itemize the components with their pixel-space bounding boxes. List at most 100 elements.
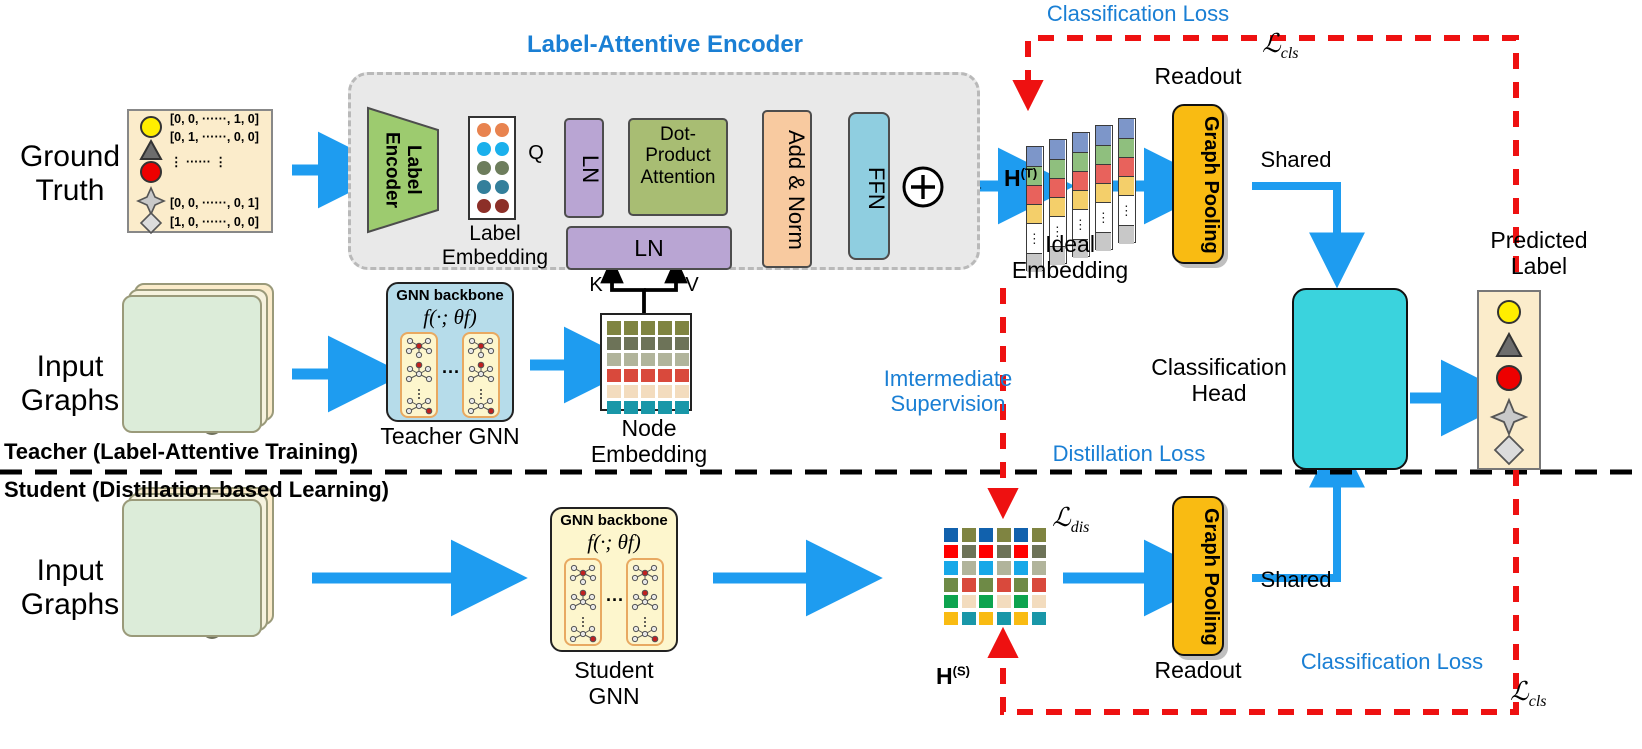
student-embedding-cell xyxy=(961,611,976,625)
ideal-embedding-segment: ⋮ xyxy=(1027,223,1042,253)
ideal-embedding-bar: ⋮ xyxy=(1095,125,1113,251)
label-encoder-label: Label Encoder xyxy=(381,131,424,209)
node-embedding-cell xyxy=(607,352,621,367)
ffn-label: FFN xyxy=(864,166,889,210)
ideal-embedding-segment xyxy=(1027,185,1042,204)
gt-vector-1: [0, 1, ······, 0, 0] xyxy=(170,130,259,144)
student-embedding-cell xyxy=(961,561,976,575)
node-embedding-cell xyxy=(658,336,672,351)
student-embedding-cell xyxy=(1032,578,1046,592)
ideal-embedding-segment xyxy=(1096,183,1111,202)
student-embedding-cell xyxy=(979,594,994,609)
student-embedding-cell xyxy=(1032,611,1046,625)
teacher-section-label: Teacher (Label-Attentive Training) xyxy=(4,439,359,464)
node-embedding-cell xyxy=(675,384,689,399)
readout-top-caption: Readout xyxy=(1154,63,1242,89)
ideal-embedding-bar: ⋮ xyxy=(1049,139,1067,265)
student-embedding-cell xyxy=(979,578,994,592)
node-embedding-cell xyxy=(624,352,638,367)
add-norm-label: Add & Norm xyxy=(784,130,809,250)
ideal-embedding-segment xyxy=(1119,119,1134,138)
student-embedding-cell xyxy=(996,528,1011,542)
node-embedding-cell xyxy=(607,400,621,414)
classification-loss-bottom-path xyxy=(987,470,1519,715)
student-embedding-cell xyxy=(1014,528,1029,542)
student-embedding-cell xyxy=(996,578,1011,592)
node-embedding-cell xyxy=(624,336,638,351)
node-embedding-cell xyxy=(607,321,621,335)
gt-vector-3: [0, 0, ······, 0, 1] xyxy=(170,196,259,210)
classification-loss-bottom-symbol: ℒcls xyxy=(1510,677,1547,711)
node-embedding-cell xyxy=(658,352,672,367)
ideal-embedding-bar: ⋮ xyxy=(1118,118,1136,244)
node-embedding-cell xyxy=(675,352,689,367)
readout-bottom-caption: Readout xyxy=(1154,657,1242,683)
ideal-embedding-segment xyxy=(1119,157,1134,176)
student-gnn-layers-ellipsis: ··· xyxy=(606,590,624,610)
student-embedding-symbol-sup: (S) xyxy=(952,663,970,679)
student-embedding-cell xyxy=(1032,544,1046,559)
ideal-embedding-segment: ⋮ xyxy=(1096,202,1111,232)
teacher-gnn-backbone-formula: f(·; θf) xyxy=(423,305,477,329)
student-embedding-cell xyxy=(944,561,958,575)
node-embedding-cell xyxy=(658,384,672,399)
classification-head-box xyxy=(1292,288,1408,470)
ideal-embedding-segment xyxy=(1050,178,1065,197)
node-embedding-cell xyxy=(641,400,655,414)
student-embedding-cell xyxy=(979,528,994,542)
node-embedding-cell xyxy=(641,336,655,351)
ideal-embedding-segment xyxy=(1096,145,1111,164)
ideal-embedding-segment xyxy=(1027,253,1042,272)
classification-head-caption: Classification Head xyxy=(1151,354,1287,406)
gt-vector-4: [1, 0, ······, 0, 0] xyxy=(170,215,259,229)
student-gnn-motif-icons xyxy=(569,564,659,643)
student-embedding-cell xyxy=(1014,611,1029,625)
student-gnn-backbone-formula: f(·; θf) xyxy=(587,530,641,554)
student-embedding-cell xyxy=(979,544,994,559)
intermediate-supervision-label: Imtermediate Supervision xyxy=(883,366,1013,416)
ideal-embedding-segment xyxy=(1073,133,1088,152)
ideal-embedding-segment xyxy=(1050,246,1065,265)
node-embedding-cell xyxy=(641,384,655,399)
student-section-label: Student (Distillation-based Learning) xyxy=(4,477,390,502)
value-label: V xyxy=(685,274,699,296)
distillation-loss-label: Distillation Loss xyxy=(1052,441,1206,466)
shared-label-bottom: Shared xyxy=(1260,567,1332,592)
student-embedding-cell xyxy=(979,611,994,625)
shared-label-top: Shared xyxy=(1260,147,1332,172)
student-embedding-cell xyxy=(979,561,994,575)
node-embedding-cell xyxy=(607,336,621,351)
ideal-embedding-symbol-sup: (T) xyxy=(1020,165,1038,181)
ideal-embedding-segment xyxy=(1050,140,1065,159)
teacher-gnn-backbone-title: GNN backbone xyxy=(396,287,504,304)
node-embedding-cell xyxy=(624,321,638,335)
add-norm-box xyxy=(762,110,812,268)
classification-loss-top-label: Classification Loss xyxy=(1046,1,1230,26)
dot-product-attention-box xyxy=(628,118,728,216)
node-embedding-caption: Node Embedding xyxy=(590,415,708,467)
readout-bottom-label: Graph Pooling xyxy=(1200,508,1222,646)
ideal-embedding-segment xyxy=(1027,166,1042,185)
teacher-gnn-motif-icons xyxy=(405,337,495,415)
node-embedding-cell xyxy=(624,384,638,399)
ideal-embedding-segment xyxy=(1027,204,1042,223)
node-embedding-cell xyxy=(675,368,689,383)
shared-path-student xyxy=(1252,431,1365,582)
node-embedding-cell xyxy=(658,321,672,335)
ideal-embedding-segment xyxy=(1050,159,1065,178)
ideal-embedding-segment xyxy=(1027,147,1042,166)
shared-path-teacher xyxy=(1252,182,1365,289)
readout-bottom-box[interactable] xyxy=(1172,496,1224,656)
ideal-embedding-bar: ⋮ xyxy=(1072,132,1090,258)
student-embedding-cell xyxy=(944,611,958,625)
student-embedding-cell xyxy=(996,611,1011,625)
layernorm-bottom-box xyxy=(566,226,732,270)
layernorm-bottom-label: LN xyxy=(634,235,664,261)
readout-top-box[interactable] xyxy=(1172,104,1224,264)
ground-truth-shapes xyxy=(136,116,166,235)
node-embedding-cell xyxy=(641,368,655,383)
node-embedding-cell xyxy=(658,368,672,383)
ideal-embedding-segment: ⋮ xyxy=(1073,209,1088,239)
teacher-gnn-caption: Teacher GNN xyxy=(380,423,520,449)
ideal-embedding-segment: ⋮ xyxy=(1050,216,1065,246)
